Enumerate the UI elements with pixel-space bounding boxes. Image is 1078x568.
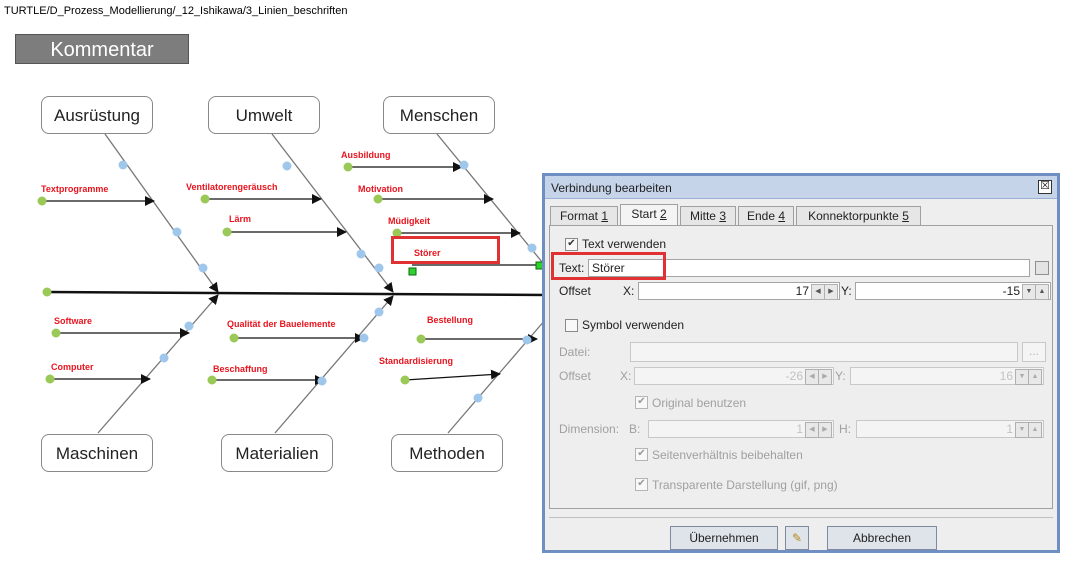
cause-endpoints (37, 162, 426, 385)
tab-format[interactable]: Format 1 (550, 206, 618, 225)
arrow-up-icon[interactable]: ▲ (1028, 369, 1042, 385)
original-checkbox[interactable]: ✔ (635, 396, 648, 409)
text-format-button[interactable] (1035, 261, 1049, 275)
file-browse-button[interactable]: ... (1022, 342, 1046, 362)
use-text-checkbox[interactable]: ✔ (565, 238, 578, 251)
tab-start[interactable]: Start 2 (620, 204, 678, 225)
category-ausruestung[interactable]: Ausrüstung (41, 96, 153, 134)
cancel-button[interactable]: Abbrechen (827, 526, 937, 550)
dialog-button-bar: Übernehmen ✎ Abbrechen (549, 517, 1053, 550)
symbol-offset-label: Offset (559, 369, 591, 383)
text-input[interactable]: Störer (588, 259, 1030, 277)
cause-label-ausbildung[interactable]: Ausbildung (341, 150, 391, 160)
dialog-title-bar: Verbindung bearbeiten ☒ (545, 176, 1057, 199)
symbol-offset-x-spinner[interactable]: -26 ◀ ▶ (634, 367, 834, 385)
keep-ratio-checkbox[interactable]: ✔ (635, 448, 648, 461)
original-label: Original benutzen (652, 396, 747, 410)
comment-button[interactable]: Kommentar (15, 34, 189, 64)
apply-icon-button[interactable]: ✎ (785, 526, 809, 550)
dimension-h-spinner[interactable]: 1 ▼ ▲ (856, 420, 1044, 438)
arrow-up-icon[interactable]: ▲ (1035, 284, 1049, 300)
offset-y-label: Y: (841, 284, 852, 298)
close-icon[interactable]: ☒ (1038, 180, 1052, 194)
breadcrumb-path: TURTLE/D_Prozess_Modellierung/_12_Ishika… (4, 5, 348, 17)
file-label: Datei: (559, 345, 591, 359)
cause-label-laerm[interactable]: Lärm (229, 214, 252, 224)
arrow-down-icon[interactable]: ▼ (1015, 422, 1029, 438)
arrow-right-icon[interactable]: ▶ (824, 284, 838, 300)
cause-label-stoerer[interactable]: Störer (414, 248, 441, 258)
dimension-label: Dimension: (559, 422, 620, 436)
category-maschinen[interactable]: Maschinen (41, 434, 153, 472)
arrow-left-icon[interactable]: ◀ (811, 284, 825, 300)
cause-label-textprogramme[interactable]: Textprogramme (41, 184, 109, 194)
symbol-offset-y-label: Y: (835, 369, 846, 383)
cause-label-ventilator[interactable]: Ventilatorengeräusch (186, 182, 278, 192)
dialog-title: Verbindung bearbeiten (551, 181, 672, 195)
offset-label: Offset (559, 284, 591, 298)
offset-x-spinner[interactable]: 17 ◀ ▶ (638, 282, 840, 300)
arrow-right-icon[interactable]: ▶ (818, 369, 832, 385)
cause-label-computer[interactable]: Computer (51, 362, 94, 372)
transparent-checkbox[interactable]: ✔ (635, 478, 648, 491)
text-label: Text: (559, 261, 585, 275)
symbol-offset-y-spinner[interactable]: 16 ▼ ▲ (850, 367, 1044, 385)
cause-label-standardisierung[interactable]: Standardisierung (379, 356, 454, 366)
cause-label-software[interactable]: Software (54, 316, 93, 326)
cause-label-beschaffung[interactable]: Beschaffung (213, 364, 268, 374)
cause-label-qualitaet[interactable]: Qualität der Bauelemente (227, 319, 336, 329)
use-symbol-label: Symbol verwenden (582, 318, 685, 332)
use-text-label: Text verwenden (582, 237, 667, 251)
highlight-box-stoerer (391, 236, 500, 264)
tab-konnektorpunkte[interactable]: Konnektorpunkte 5 (796, 206, 921, 225)
bone-materialien (274, 295, 394, 434)
symbol-offset-x-label: X: (620, 369, 632, 383)
arrow-down-icon[interactable]: ▼ (1015, 369, 1029, 385)
tab-mitte[interactable]: Mitte 3 (680, 206, 736, 225)
main-spine-line (46, 290, 549, 297)
file-input[interactable] (630, 342, 1018, 362)
dimension-b-label: B: (629, 422, 641, 436)
category-umwelt[interactable]: Umwelt (208, 96, 320, 134)
arrow-up-icon[interactable]: ▲ (1028, 422, 1042, 438)
arrow-right-icon[interactable]: ▶ (818, 422, 832, 438)
selection-handle (408, 267, 417, 276)
offset-x-label: X: (623, 284, 635, 298)
dimension-b-spinner[interactable]: 1 ◀ ▶ (648, 420, 834, 438)
arrow-left-icon[interactable]: ◀ (805, 422, 819, 438)
tab-panel-start: ✔ Text verwenden Text: Störer Offset X: … (549, 225, 1053, 509)
cause-label-bestellung[interactable]: Bestellung (427, 315, 474, 325)
cause-label-motivation[interactable]: Motivation (358, 184, 403, 194)
arrow-down-icon[interactable]: ▼ (1022, 284, 1036, 300)
use-symbol-checkbox[interactable] (565, 319, 578, 332)
arrow-left-icon[interactable]: ◀ (805, 369, 819, 385)
bone-umwelt (271, 133, 394, 293)
transparent-label: Transparente Darstellung (gif, png) (652, 478, 838, 492)
bone-maschinen (97, 294, 219, 434)
category-materialien[interactable]: Materialien (221, 434, 333, 472)
keep-ratio-label: Seitenverhältnis beibehalten (652, 448, 803, 462)
cause-line-standardisierung (404, 369, 501, 381)
category-menschen[interactable]: Menschen (383, 96, 495, 134)
apply-button[interactable]: Übernehmen (670, 526, 778, 550)
tab-ende[interactable]: Ende 4 (738, 206, 794, 225)
highlight-box-text-field (551, 252, 666, 280)
edit-connection-dialog: Verbindung bearbeiten ☒ Format 1 Start 2… (542, 173, 1060, 553)
dimension-h-label: H: (839, 422, 851, 436)
connector-dots (118, 160, 537, 403)
offset-y-spinner[interactable]: -15 ▼ ▲ (855, 282, 1051, 300)
cause-label-muedigkeit[interactable]: Müdigkeit (388, 216, 430, 226)
category-methoden[interactable]: Methoden (391, 434, 503, 472)
